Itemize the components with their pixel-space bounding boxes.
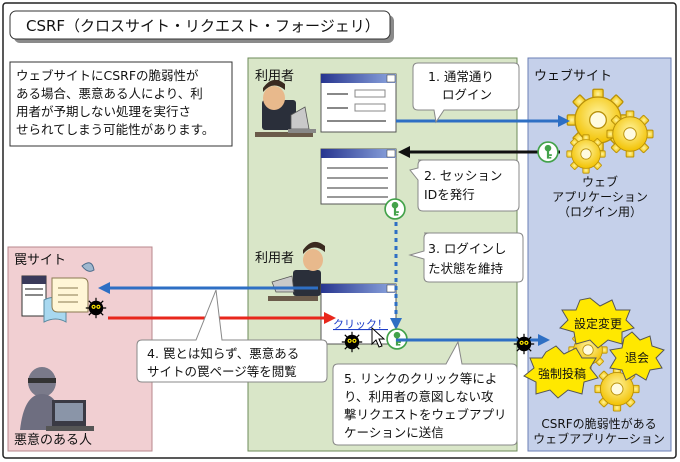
step1-line-1: 1. 通常通り (428, 69, 494, 84)
attack-bug-icon-user (341, 331, 363, 353)
step1-line-2: ログイン (442, 87, 492, 102)
trap-scroll-icon (51, 262, 95, 313)
login-browser-window (320, 73, 397, 133)
step3-line-1: 3. ログインし (428, 241, 506, 256)
step3-line-2: た状態を維持 (428, 261, 503, 276)
attacker-icon (20, 367, 94, 431)
click-link[interactable]: クリック！ (333, 318, 388, 331)
gear-icon-medium (606, 110, 654, 158)
step5-line-2: り、利用者の意図しない攻 (344, 389, 494, 404)
gear-icon-small (566, 134, 606, 174)
key-icon-step2 (537, 141, 559, 163)
step5-line-1: 5. リンクのクリック等によ (344, 371, 497, 386)
step1-callout (412, 62, 520, 124)
website-label: ウェブサイト (534, 68, 612, 84)
step4-request-arrowhead (98, 282, 110, 294)
step3-callout (408, 232, 524, 283)
action-forced-post-label: 強制投稿 (538, 366, 586, 381)
intro-line-1: ウェブサイトにCSRFの脆弱性が (16, 68, 199, 83)
step5-arrowhead (538, 334, 550, 346)
action-burst-withdraw: 退会 (609, 331, 665, 381)
trap-site-label: 罠サイト (14, 253, 66, 268)
step5-callout (332, 340, 518, 446)
action-settings-label: 設定変更 (574, 316, 622, 331)
step1-arrowhead (558, 115, 570, 127)
attack-bug-icon-app (513, 333, 535, 355)
action-burst-forced-post: 強制投稿 (523, 345, 599, 399)
vulnerable-app-label-1: CSRFの脆弱性がある (541, 416, 656, 431)
app-label-line-1: ウェブ (582, 174, 618, 189)
attacker-label: 悪意のある人 (14, 432, 92, 448)
trap-browser-window (320, 283, 397, 345)
user-at-computer-icon (255, 79, 316, 137)
step2-line-1: 2. セッション (424, 168, 502, 183)
app-label-line-2: アプリケーション (552, 190, 648, 204)
intro-line-3: 用者が予期しない処理を実行さ (16, 104, 191, 119)
key-icon-session (384, 198, 406, 220)
page-title: CSRF（クロスサイト・リクエスト・フォージェリ） (26, 17, 380, 35)
intro-box (9, 61, 233, 147)
session-browser-window (320, 148, 397, 205)
step4-line-1: 4. 罠とは知らず、悪意ある (147, 346, 299, 361)
step2-arrowhead (398, 146, 410, 158)
action-withdraw-label: 退会 (625, 351, 649, 365)
action-burst-settings: 設定変更 (559, 297, 635, 349)
step2-line-2: IDを発行 (424, 187, 475, 202)
app-label-line-3: （ログイン用） (558, 205, 642, 219)
vulnerable-app-label-2: ウェブアプリケーション (533, 431, 665, 446)
step5-line-3: 撃リクエストをウェブアプリ (344, 407, 507, 422)
intro-line-2: ある場合、悪意ある人により、利 (16, 86, 203, 101)
intro-text: ウェブサイトにCSRFの脆弱性が ある場合、悪意ある人により、利 用者が予期しな… (16, 68, 214, 137)
cursor-icon (371, 326, 386, 348)
trap-bug-icon (85, 297, 107, 319)
step4-response-arrowhead (324, 312, 336, 324)
step3-arrowhead (390, 318, 402, 330)
step4-line-2: サイトの罠ページ等を閲覧 (147, 364, 297, 379)
title-box (9, 10, 391, 40)
step4-callout (136, 289, 328, 383)
step2-callout (409, 159, 520, 212)
step5-line-4: ケーションに送信 (344, 425, 444, 440)
user-label-top: 利用者 (255, 69, 294, 84)
intro-line-4: せられてしまう可能性があります。 (16, 122, 214, 137)
user-label-mid: 利用者 (255, 251, 294, 266)
